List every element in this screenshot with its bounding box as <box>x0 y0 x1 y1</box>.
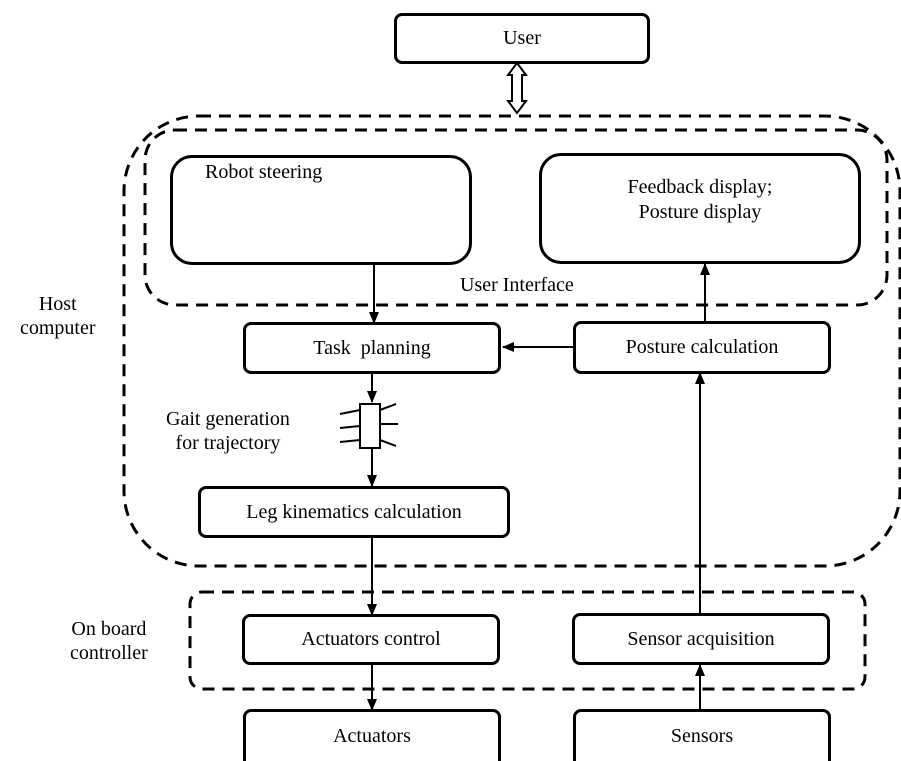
onboard-controller-line2: controller <box>70 642 148 664</box>
sensor-acquisition-label: Sensor acquisition <box>627 627 775 650</box>
actuators-control-label: Actuators control <box>301 628 441 650</box>
user-interface-boundary <box>143 128 889 307</box>
gait-generation-line2: for trajectory <box>175 432 281 454</box>
gait-chip-icon <box>339 403 398 449</box>
user-label: User <box>503 27 541 49</box>
posture-display-label: Posture display <box>638 200 762 223</box>
gait-generation-line1: Gait generation <box>166 408 290 430</box>
actuators-box: Actuators <box>243 709 501 761</box>
leg-kinematics-label: Leg kinematics calculation <box>246 500 462 523</box>
leg-kinematics-box: Leg kinematics calculation <box>198 486 510 538</box>
onboard-controller-label: On board controller <box>70 617 148 665</box>
robot-steering-label: Robot steering <box>205 161 323 183</box>
host-computer-line1: Host <box>38 293 77 315</box>
onboard-controller-line1: On board <box>71 618 147 640</box>
sensors-box: Sensors <box>573 709 831 761</box>
user-interface-label: User Interface <box>460 274 574 296</box>
host-computer-line2: computer <box>20 317 96 339</box>
sensor-acquisition-box: Sensor acquisition <box>572 613 830 665</box>
task-planning-box: Task planning <box>243 322 501 374</box>
onboard-controller-boundary <box>188 590 867 691</box>
feedback-display-box: Feedback display; Posture display <box>539 153 861 264</box>
host-computer-label: Host computer <box>20 292 96 340</box>
task-planning-label: Task planning <box>313 336 431 359</box>
user-box: User <box>394 13 650 64</box>
posture-calculation-label: Posture calculation <box>625 336 779 358</box>
connectors <box>367 238 710 711</box>
actuators-control-box: Actuators control <box>242 614 500 665</box>
sensors-label: Sensors <box>670 725 734 747</box>
gait-generation-label: Gait generation for trajectory <box>166 407 290 455</box>
posture-calculation-box: Posture calculation <box>573 321 831 374</box>
feedback-display-label: Feedback display; <box>627 175 773 198</box>
robot-steering-box: Robot steering <box>170 155 472 265</box>
bidirectional-arrow <box>506 61 528 115</box>
actuators-label: Actuators <box>333 725 411 747</box>
